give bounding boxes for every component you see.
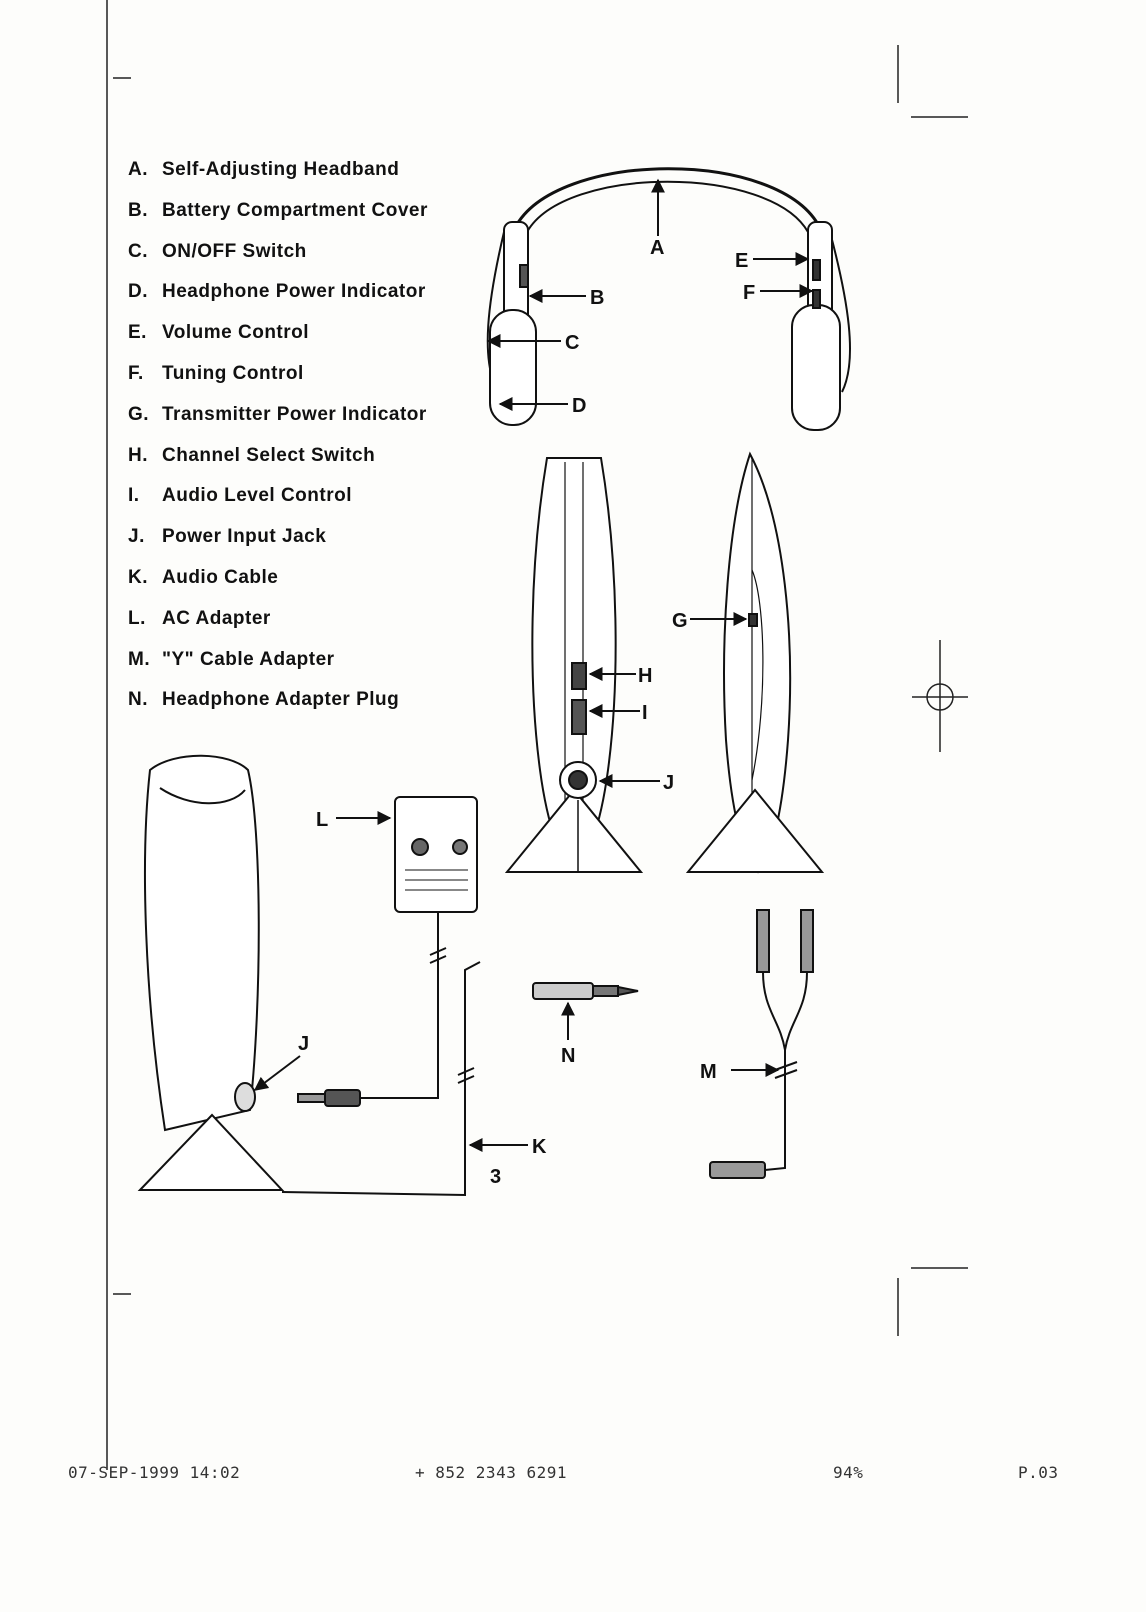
callout-c: C [565, 332, 579, 354]
headphone-adapter-plug-illustration [533, 983, 638, 999]
transmitter-front-illustration [507, 458, 641, 872]
page-number: 3 [490, 1166, 501, 1189]
callout-j-side: J [298, 1033, 309, 1055]
callout-m: M [700, 1061, 717, 1083]
fax-page: P.03 [1018, 1463, 1059, 1482]
callout-n: N [561, 1045, 575, 1067]
callout-i: I [642, 702, 648, 724]
callout-d: D [572, 395, 586, 417]
registration-mark [912, 640, 968, 752]
y-cable-adapter-illustration [710, 910, 813, 1178]
callout-e: E [735, 250, 748, 272]
headphones-illustration [488, 169, 850, 430]
transmitter-back-illustration [688, 454, 822, 872]
callout-l: L [316, 809, 328, 831]
callout-f: F [743, 282, 755, 304]
callout-k: K [532, 1136, 547, 1158]
callout-g: G [672, 610, 688, 632]
ac-adapter-illustration [298, 797, 477, 1106]
callout-b: B [590, 287, 604, 309]
callout-a: A [650, 237, 664, 259]
fax-percent: 94% [833, 1463, 863, 1482]
callout-h: H [638, 665, 652, 687]
callout-j: J [663, 772, 674, 794]
fax-number: + 852 2343 6291 [415, 1463, 567, 1482]
fax-datetime: 07-SEP-1999 14:02 [68, 1463, 240, 1482]
